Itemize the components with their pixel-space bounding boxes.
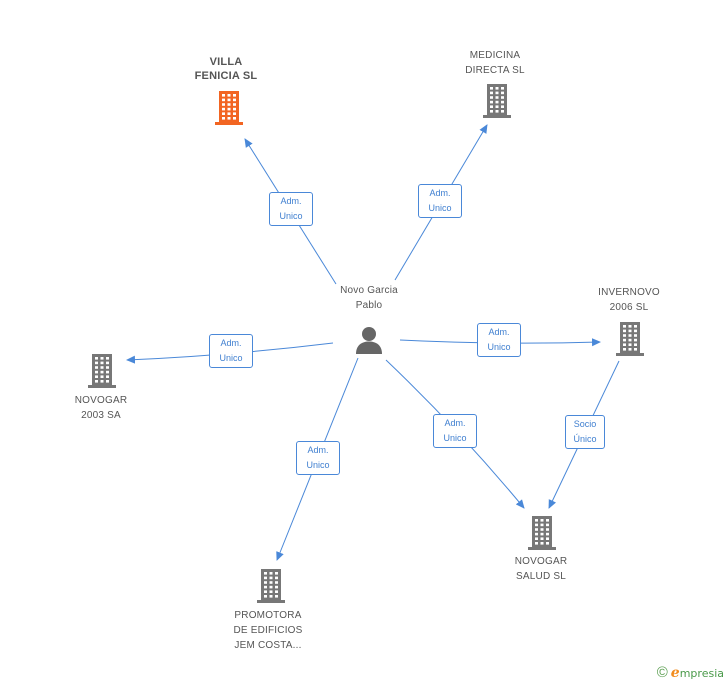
edge-label-invernovo[interactable]: Adm. Unico	[477, 323, 521, 357]
node-label-salud[interactable]: NOVOGAR SALUD SL	[514, 556, 568, 582]
edge-label-promotora[interactable]: Adm. Unico	[296, 441, 340, 475]
edge-label-novogar2003[interactable]: Adm. Unico	[209, 334, 253, 368]
building-icon[interactable]	[86, 353, 118, 394]
brand-logo-text: mpresia	[679, 667, 724, 680]
brand-footer: ©empresia	[657, 664, 724, 681]
node-label-novogar2003[interactable]: NOVOGAR 2003 SA	[74, 395, 128, 421]
person-icon[interactable]	[354, 325, 384, 360]
building-icon[interactable]	[614, 321, 646, 362]
node-label-villa[interactable]: VILLA FENICIA SL	[194, 56, 258, 82]
building-icon[interactable]	[481, 83, 513, 124]
edge-label-salud[interactable]: Adm. Unico	[433, 414, 477, 448]
building-icon[interactable]	[526, 515, 558, 556]
edge-label-medicina[interactable]: Adm. Unico	[418, 184, 462, 218]
building-icon[interactable]	[255, 568, 287, 609]
node-label-center[interactable]: Novo Garcia Pablo	[340, 285, 398, 311]
copyright-icon: ©	[656, 664, 668, 681]
node-label-promotora[interactable]: PROMOTORA DE EDIFICIOS JEM COSTA...	[233, 609, 303, 651]
brand-logo-e: e	[670, 665, 680, 681]
edge-label-salud[interactable]: Socio Único	[565, 415, 605, 449]
node-label-invernovo[interactable]: INVERNOVO 2006 SL	[598, 287, 660, 313]
node-label-medicina[interactable]: MEDICINA DIRECTA SL	[465, 50, 525, 76]
building-icon[interactable]	[213, 90, 245, 131]
edge-label-villa[interactable]: Adm. Unico	[269, 192, 313, 226]
